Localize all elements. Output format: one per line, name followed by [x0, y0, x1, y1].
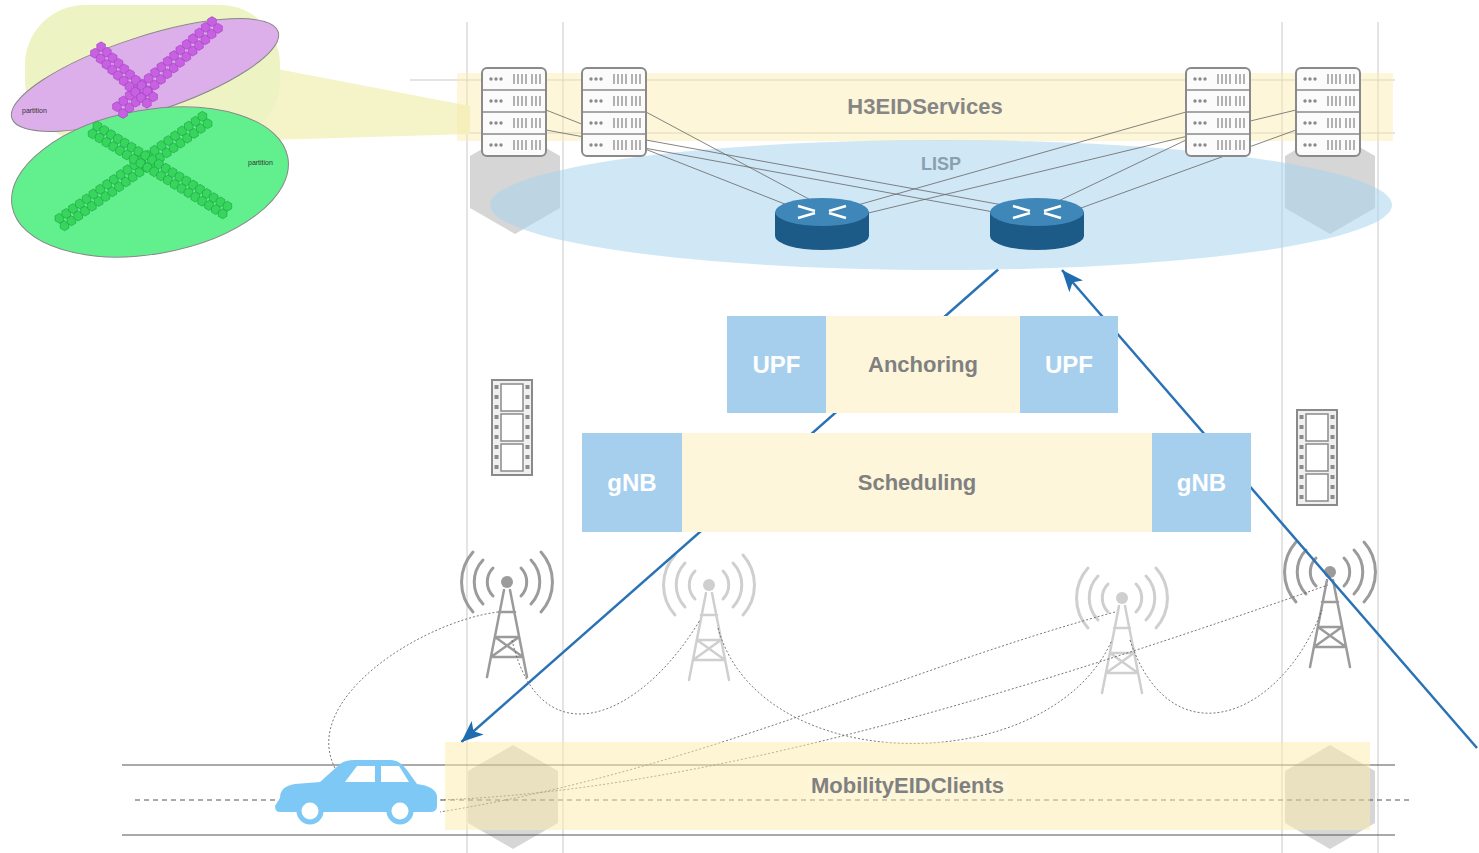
grid-lines: [467, 22, 468, 853]
upf-box: UPF: [1020, 316, 1118, 413]
router-icon: [990, 198, 1084, 250]
server-icon: [1186, 68, 1250, 156]
node-label: Scheduling: [858, 470, 977, 495]
server-icon: [582, 68, 646, 156]
node-label: H3EIDServices: [847, 94, 1002, 119]
partition-label: partition: [22, 107, 47, 114]
hex-cells: [55, 17, 232, 231]
scheduling-box: Scheduling: [682, 433, 1152, 532]
hex-cell: [203, 119, 212, 129]
grid-lines: [1378, 22, 1379, 853]
upf-box: UPF: [727, 316, 826, 413]
radio-tower: [664, 555, 755, 680]
grid-lines: [1282, 22, 1283, 853]
film-icon: [492, 380, 532, 475]
lisp-region: LISP: [490, 140, 1392, 270]
gnb-box: gNB: [582, 433, 682, 532]
ellipse-fill: [490, 140, 1392, 270]
film-icon: [1297, 410, 1337, 505]
radio-tower: [462, 542, 1376, 693]
node-label: gNB: [607, 469, 656, 497]
radio-link: [512, 620, 700, 714]
car: [345, 766, 375, 782]
radio-tower: [1285, 542, 1376, 667]
server-icon: [482, 68, 546, 156]
node-label: gNB: [1177, 469, 1226, 497]
client-band: MobilityEIDClients: [445, 742, 1370, 830]
car: [381, 766, 409, 782]
radio-link: [718, 628, 1112, 744]
server-icon: [1296, 68, 1360, 156]
anchoring-box: Anchoring: [826, 316, 1020, 413]
node-label: Anchoring: [868, 352, 978, 377]
road: [122, 835, 1395, 836]
radio-tower: [462, 552, 553, 677]
grid-lines: [410, 22, 1395, 853]
partition-illustration: [0, 0, 470, 277]
hex-cell: [214, 23, 223, 33]
router-icon: [775, 198, 869, 250]
partition-green: [0, 87, 300, 277]
grid-lines: [563, 22, 564, 853]
gnb-box: gNB: [1152, 433, 1251, 532]
hex-cell: [218, 209, 227, 219]
car: [389, 800, 411, 822]
hex-cell: [143, 98, 152, 108]
radio-tower: [1077, 568, 1168, 693]
node-label: MobilityEIDClients: [807, 773, 1008, 798]
node-label: UPF: [1045, 351, 1093, 379]
partition-label: partition: [248, 159, 273, 166]
car: [299, 800, 321, 822]
node-label: UPF: [753, 351, 801, 379]
car: [275, 760, 437, 822]
node-label: LISP: [921, 154, 961, 175]
radio-link: [1130, 610, 1322, 713]
